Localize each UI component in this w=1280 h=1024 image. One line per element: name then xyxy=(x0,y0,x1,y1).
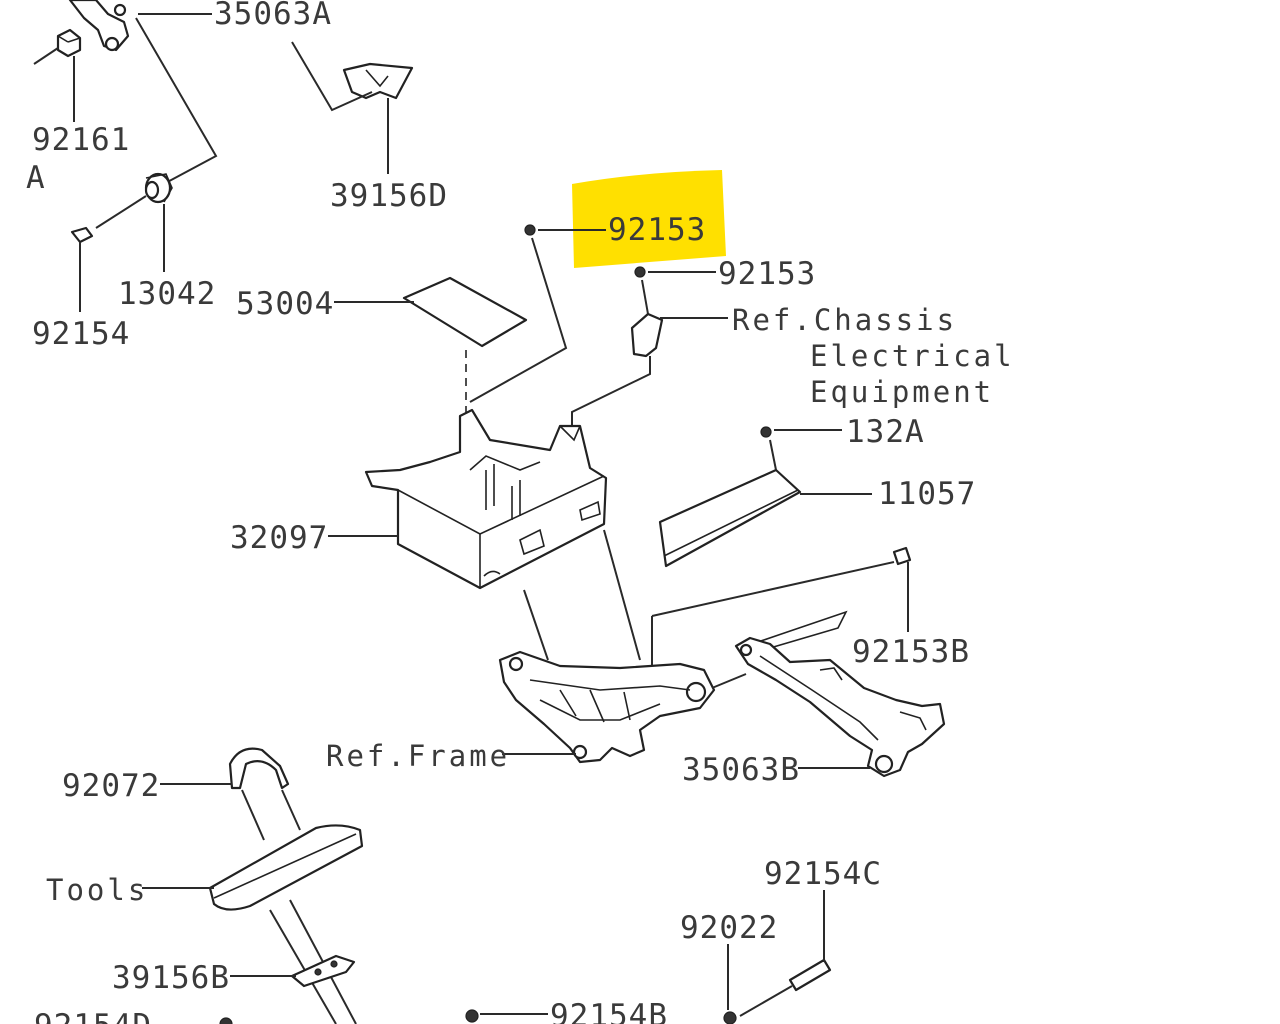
part-92154-bolt xyxy=(70,226,94,244)
label-92154C: 92154C xyxy=(764,856,882,892)
part-53004-pad xyxy=(402,276,528,348)
part-92154C-bolt xyxy=(788,958,832,992)
label-39156D: 39156D xyxy=(330,178,448,214)
part-92153-screw-left xyxy=(524,224,536,236)
part-132A-screw xyxy=(760,426,772,438)
part-92153B-bolt xyxy=(892,546,912,566)
part-35063B-lever xyxy=(734,636,946,778)
label-35063B: 35063B xyxy=(682,752,800,788)
part-92072-strap xyxy=(228,747,290,790)
part-32097-battery-case xyxy=(364,408,608,590)
part-11057-strip xyxy=(658,468,802,568)
part-92153-screw-right xyxy=(634,266,646,278)
label-92072: 92072 xyxy=(62,768,160,804)
label-A: A xyxy=(26,160,46,196)
label-tools: Tools xyxy=(46,873,148,907)
label-13042: 13042 xyxy=(118,276,216,312)
label-ref-chassis-equipment: Equipment xyxy=(810,375,994,409)
label-92022: 92022 xyxy=(680,910,778,946)
label-92154B: 92154B xyxy=(550,998,668,1024)
part-92161-nut xyxy=(56,28,82,58)
label-92154D-partial: 92154D xyxy=(34,1008,152,1024)
label-ref-frame: Ref.Frame xyxy=(326,739,510,773)
part-39156D-bracket xyxy=(342,62,414,100)
part-chassis-bracket xyxy=(630,312,664,358)
label-92161: 92161 xyxy=(32,122,130,158)
part-92022-washer xyxy=(723,1011,737,1024)
label-11057: 11057 xyxy=(878,476,976,512)
label-92153: 92153 xyxy=(718,256,816,292)
part-13042-collar xyxy=(144,172,173,204)
label-92153-highlighted: 92153 xyxy=(608,212,706,248)
label-ref-chassis-electrical: Electrical xyxy=(810,339,1015,373)
part-35063A-lever xyxy=(68,0,130,52)
label-35063A: 35063A xyxy=(214,0,332,32)
label-92153B: 92153B xyxy=(852,634,970,670)
highlight-marker xyxy=(572,170,726,268)
label-ref-chassis: Ref.Chassis xyxy=(732,303,957,337)
label-39156B: 39156B xyxy=(112,960,230,996)
part-92154D-screw xyxy=(219,1017,233,1024)
part-92154B-screw xyxy=(465,1009,479,1023)
part-tools-pouch xyxy=(208,824,364,911)
label-32097: 32097 xyxy=(230,520,328,556)
part-frame-bracket xyxy=(498,650,716,764)
label-92154: 92154 xyxy=(32,316,130,352)
part-39156B-clip xyxy=(290,954,356,988)
label-132A: 132A xyxy=(846,414,925,450)
label-53004: 53004 xyxy=(236,286,334,322)
